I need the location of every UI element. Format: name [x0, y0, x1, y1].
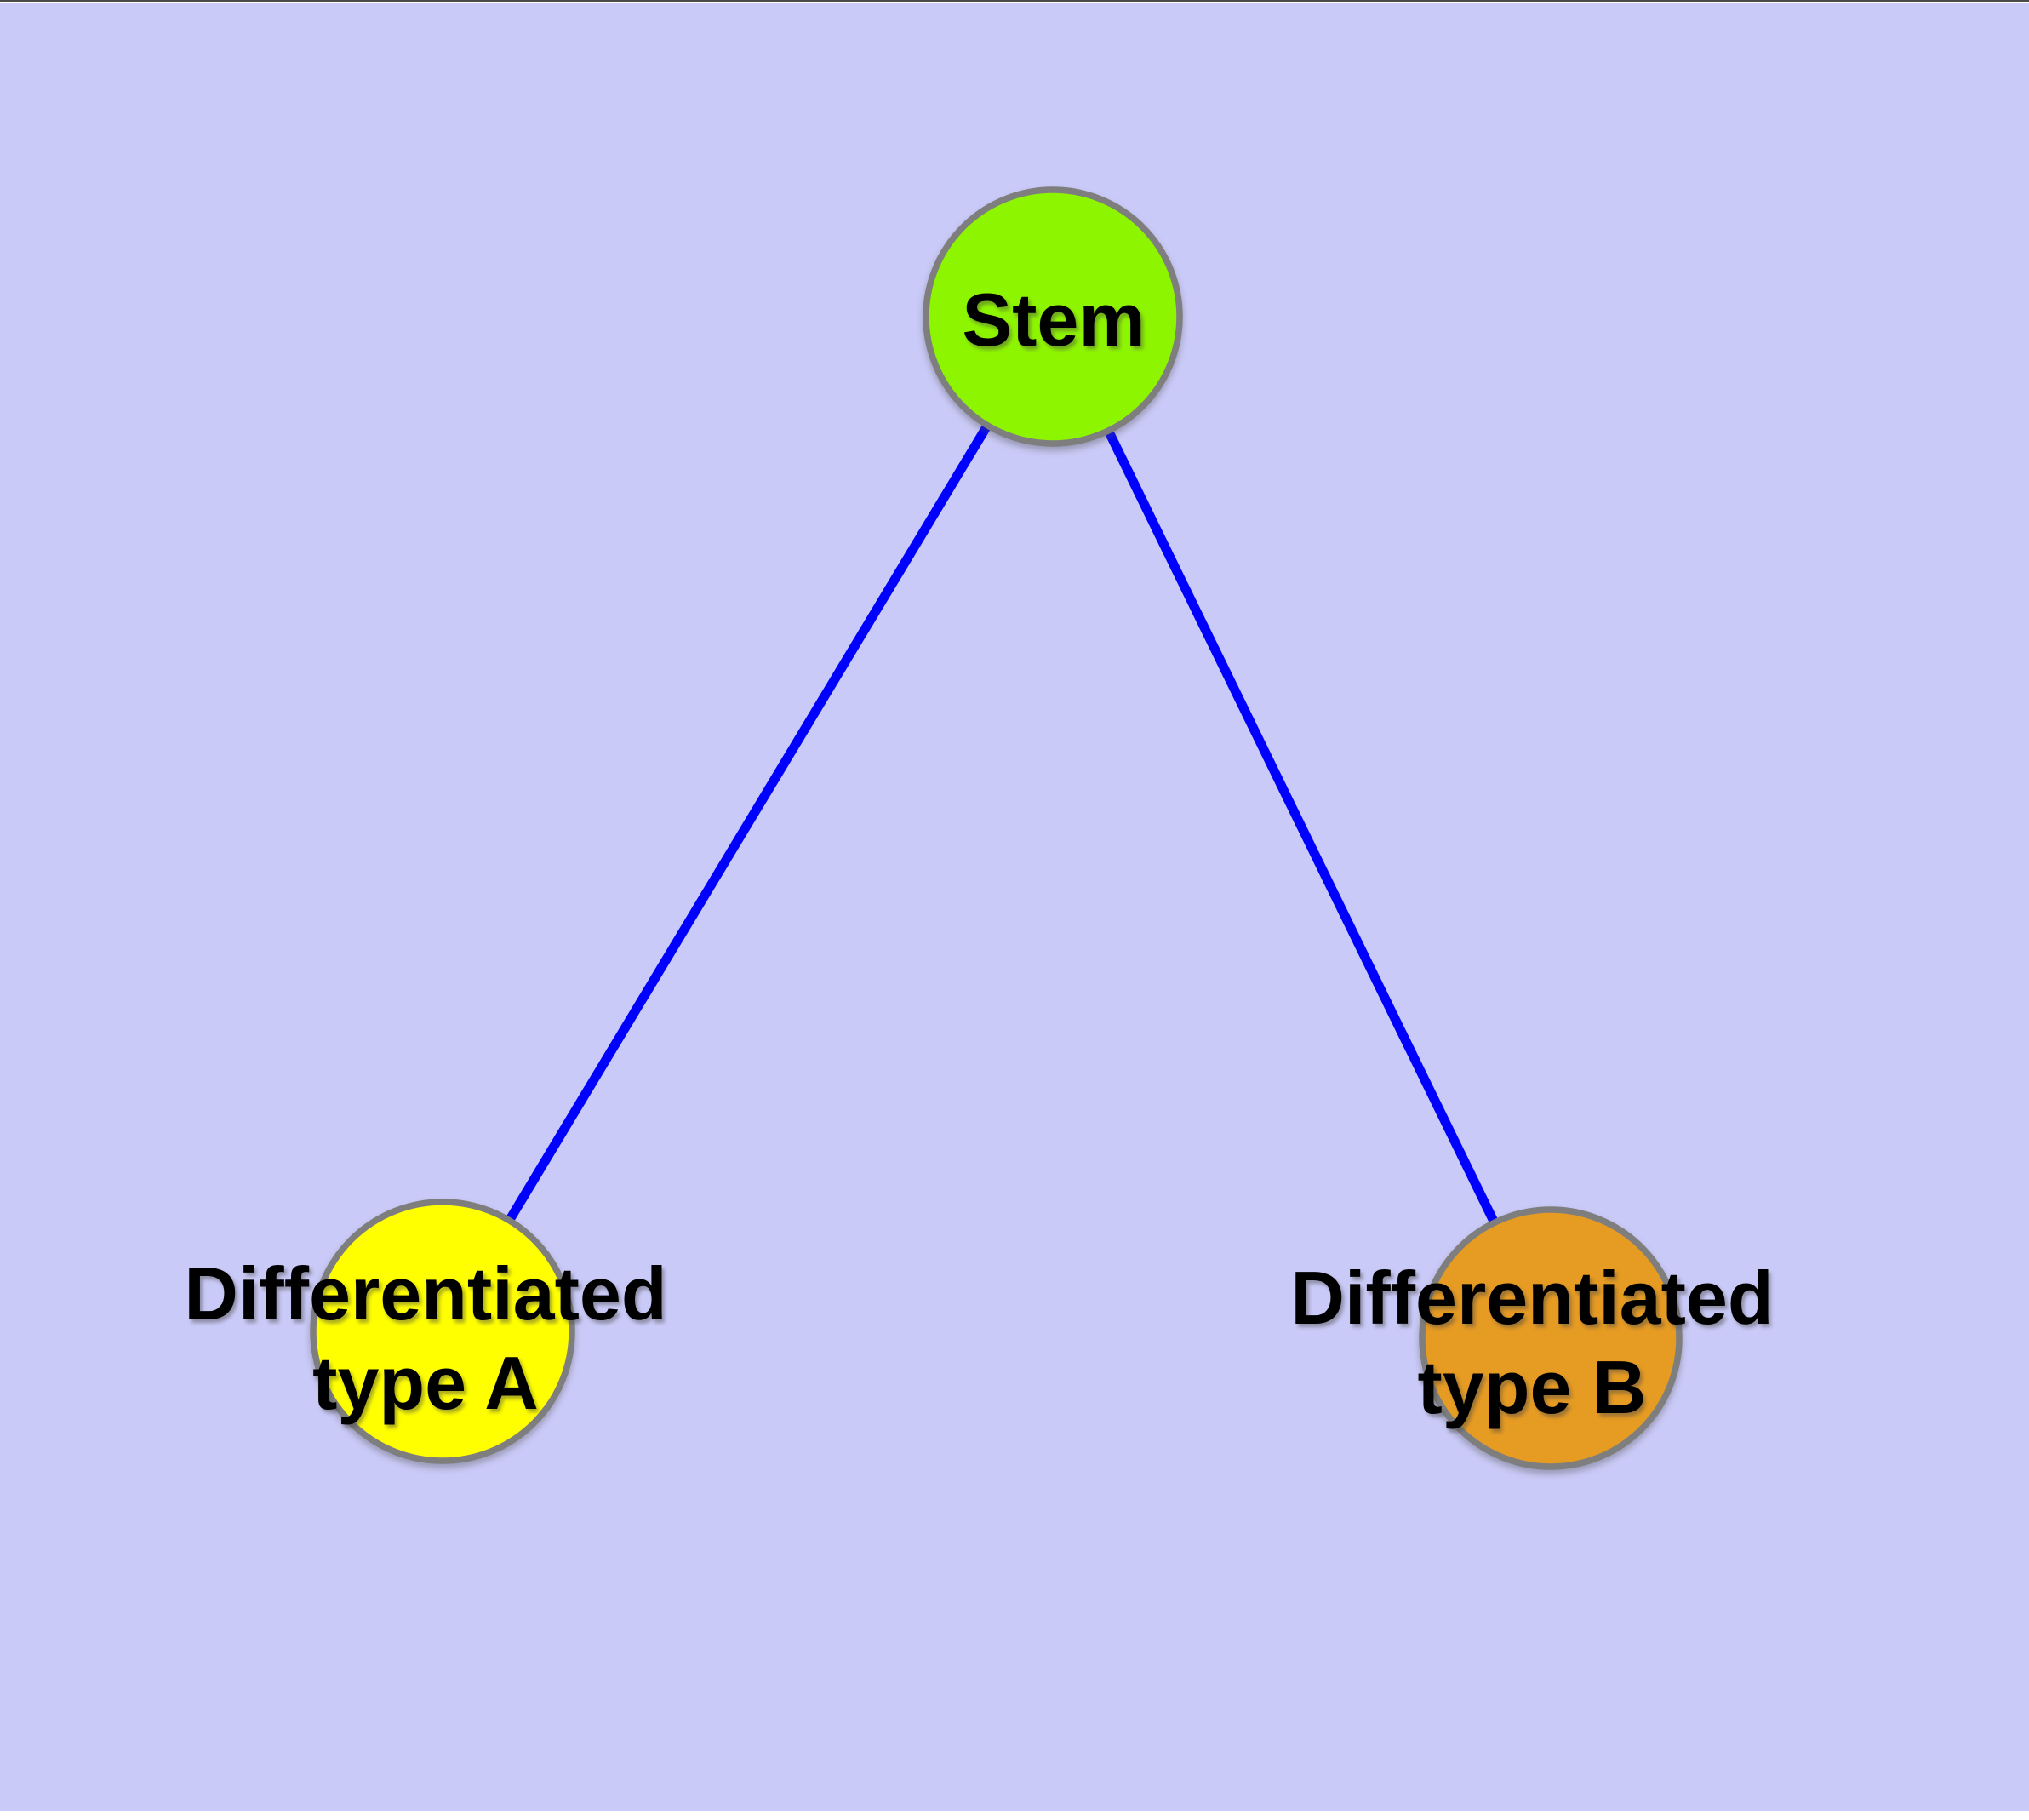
- node-differentiated-type-a: [310, 1199, 575, 1464]
- edge-stem-to-diff-a: [438, 314, 1057, 1334]
- node-b-label-line1: Differentiated: [1290, 1256, 1773, 1340]
- node-a-label-line2: type A: [312, 1341, 539, 1425]
- node-stem: [923, 186, 1183, 447]
- edge-stem-to-diff-b: [1049, 314, 1555, 1341]
- window-top-edge: [0, 0, 2029, 2]
- node-b-label-line2: type B: [1418, 1345, 1647, 1429]
- node-stem-label: Stem: [962, 278, 1145, 362]
- node-differentiated-type-b: [1419, 1206, 1683, 1470]
- node-a-label-line1: Differentiated: [184, 1251, 666, 1336]
